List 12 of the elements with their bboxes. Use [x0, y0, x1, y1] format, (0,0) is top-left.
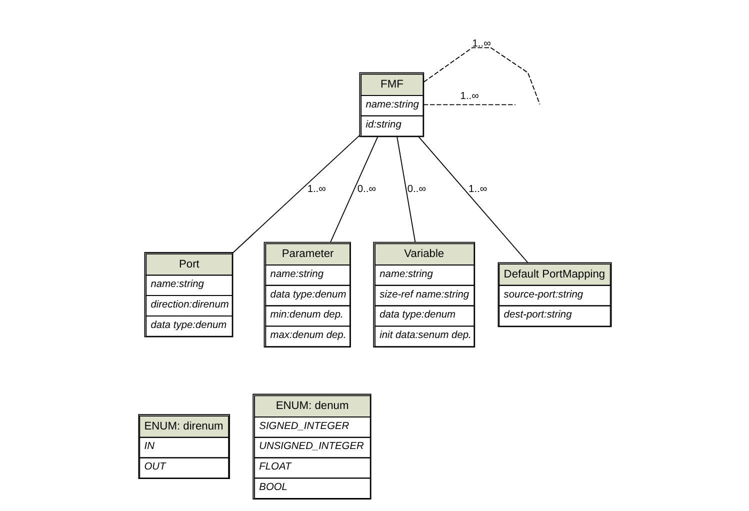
connector: [418, 136, 528, 264]
connector: [422, 47, 540, 105]
connector: [330, 136, 378, 242]
edge-label: 1..∞: [460, 90, 478, 102]
edge-label: 1..∞: [468, 184, 487, 196]
connector: [396, 136, 416, 242]
connector: [232, 134, 360, 254]
edge-label: 0..∞: [406, 184, 426, 196]
edge-label: 1..∞: [472, 38, 490, 50]
edge-label: 0..∞: [356, 184, 376, 196]
connector: [422, 104, 516, 106]
edge-label: 1..∞: [306, 184, 326, 196]
